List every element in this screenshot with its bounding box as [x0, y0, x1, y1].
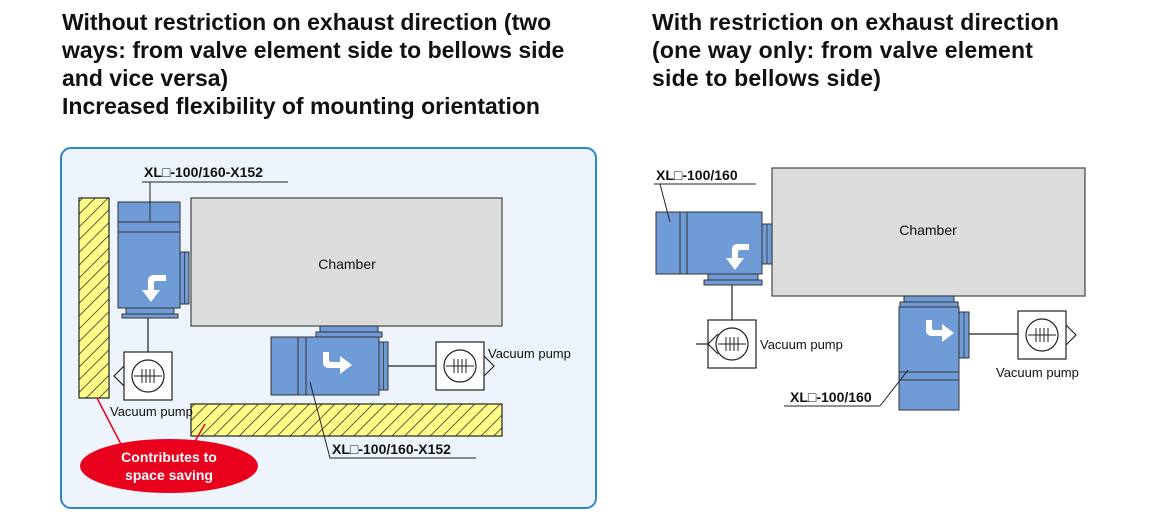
- pump-right-panel-left-label: Vacuum pump: [760, 337, 843, 352]
- model-label-right-top: XL□-100/160: [656, 167, 738, 183]
- chamber-right-label: Chamber: [899, 222, 957, 238]
- right-heading-line: (one way only: from valve element: [652, 37, 1034, 63]
- vacuum-pump-right-panel-left-icon: [707, 319, 757, 369]
- wall-vertical: [78, 197, 110, 399]
- left-heading-line: Increased flexibility of mounting orient…: [62, 93, 540, 119]
- model-label-bottom: XL□-100/160-X152: [332, 441, 451, 457]
- exhaust-arrow-icon: [142, 275, 166, 302]
- space-saving-callout: [80, 439, 258, 493]
- callout-line1: Contributes to: [121, 449, 217, 465]
- left-heading-line: ways: from valve element side to bellows…: [62, 37, 565, 63]
- pump-left-label: Vacuum pump: [110, 404, 193, 419]
- right-heading-line: With restriction on exhaust direction: [652, 9, 1060, 35]
- left-heading-line: and vice versa): [62, 65, 229, 91]
- wall-horizontal: [190, 403, 503, 437]
- left-heading-line: Without restriction on exhaust direction…: [62, 9, 552, 35]
- vacuum-pump-right-icon: [435, 341, 485, 391]
- chamber-left: [190, 197, 503, 327]
- exhaust-arrow-icon: [926, 320, 954, 342]
- vacuum-pump-left-icon: [123, 351, 173, 401]
- vacuum-pump-right-panel-right-icon: [1017, 310, 1067, 360]
- pump-right-panel-right-label: Vacuum pump: [996, 365, 1079, 380]
- left-heading: Without restriction on exhaust direction…: [62, 8, 564, 120]
- chamber-left-label: Chamber: [318, 256, 376, 272]
- pump-right-label: Vacuum pump: [488, 346, 571, 361]
- right-heading-line: side to bellows side): [652, 65, 882, 91]
- model-label-top: XL□-100/160-X152: [144, 164, 263, 180]
- model-label-right-bottom: XL□-100/160: [790, 389, 872, 405]
- callout-line2: space saving: [125, 467, 213, 483]
- exhaust-arrow-icon: [726, 244, 749, 270]
- valve-right-top: [655, 211, 763, 275]
- exhaust-arrow-icon: [323, 352, 352, 374]
- right-heading: With restriction on exhaust direction (o…: [652, 8, 1059, 92]
